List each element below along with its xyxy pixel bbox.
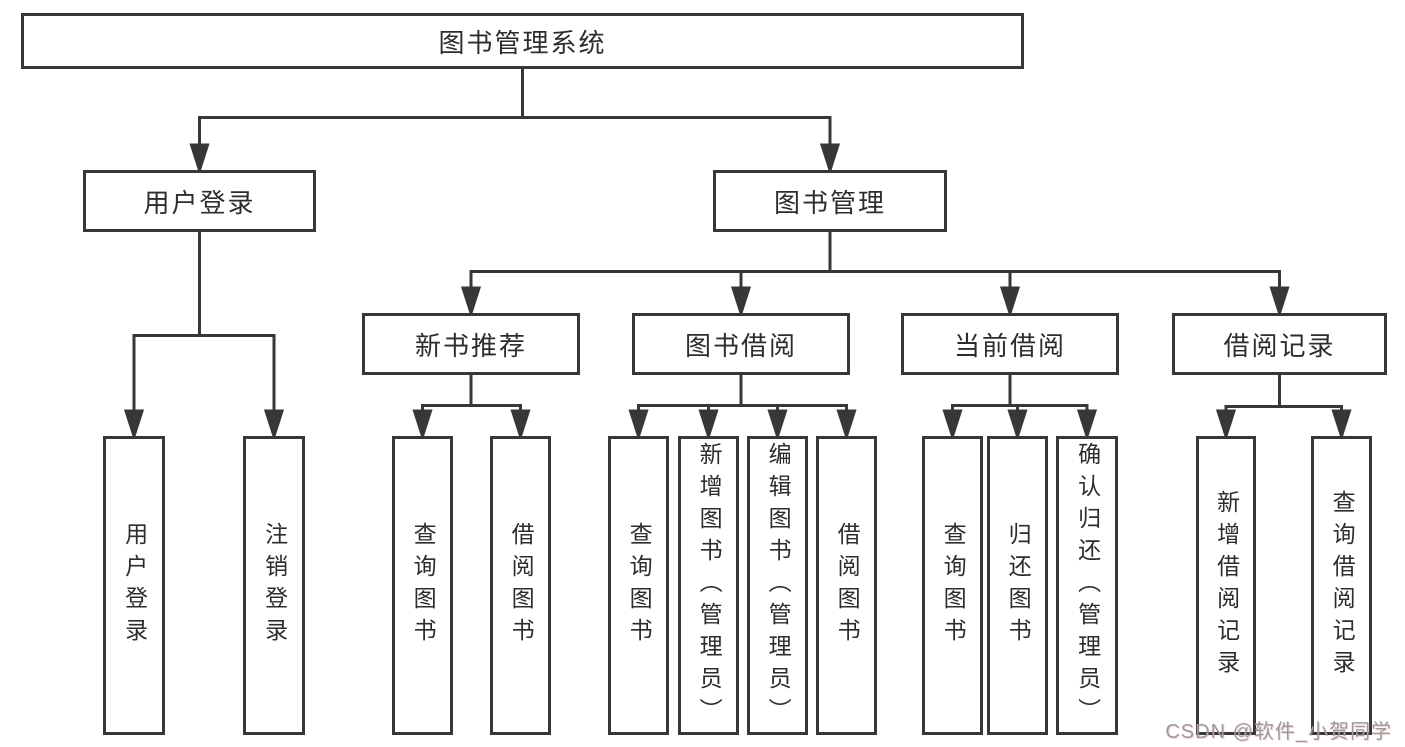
leaf-records-query-record: 查询借阅记录 [1311,436,1372,735]
node-book-management: 图书管理 [713,170,947,232]
node-user-login: 用户登录 [83,170,316,232]
edges-user-login-to-leaves [123,232,285,441]
edges-current-borrowing-to-leaves [942,375,1098,441]
edges-new-book-recommend-to-leaves [412,375,531,441]
node-borrowing-records: 借阅记录 [1172,313,1387,375]
edges-book-borrowing-to-leaves [628,375,857,441]
edges-book-management-to-level3 [460,232,1290,318]
leaf-current-return-books: 归还图书 [987,436,1048,735]
leaf-recommend-borrow-books: 借阅图书 [490,436,551,735]
csdn-watermark: CSDN @软件_小贺同学 [1165,721,1392,743]
node-new-book-recommend: 新书推荐 [362,313,580,375]
leaf-records-add-record: 新增借阅记录 [1196,436,1256,735]
node-root: 图书管理系统 [21,13,1024,69]
leaf-logout: 注销登录 [243,436,305,735]
leaf-recommend-query-books: 查询图书 [392,436,453,735]
edges-borrowing-records-to-leaves [1215,375,1352,441]
leaf-borrowing-edit-books-admin: 编辑图书（管理员） [747,436,808,735]
leaf-borrowing-add-books-admin: 新增图书（管理员） [678,436,739,735]
edges-root-to-level2 [189,68,841,175]
leaf-current-query-books: 查询图书 [922,436,983,735]
leaf-user-login: 用户登录 [103,436,165,735]
node-current-borrowing: 当前借阅 [901,313,1119,375]
leaf-borrowing-borrow-books: 借阅图书 [816,436,877,735]
leaf-current-confirm-return-admin: 确认归还（管理员） [1056,436,1118,735]
leaf-borrowing-query-books: 查询图书 [608,436,669,735]
node-book-borrowing: 图书借阅 [632,313,850,375]
